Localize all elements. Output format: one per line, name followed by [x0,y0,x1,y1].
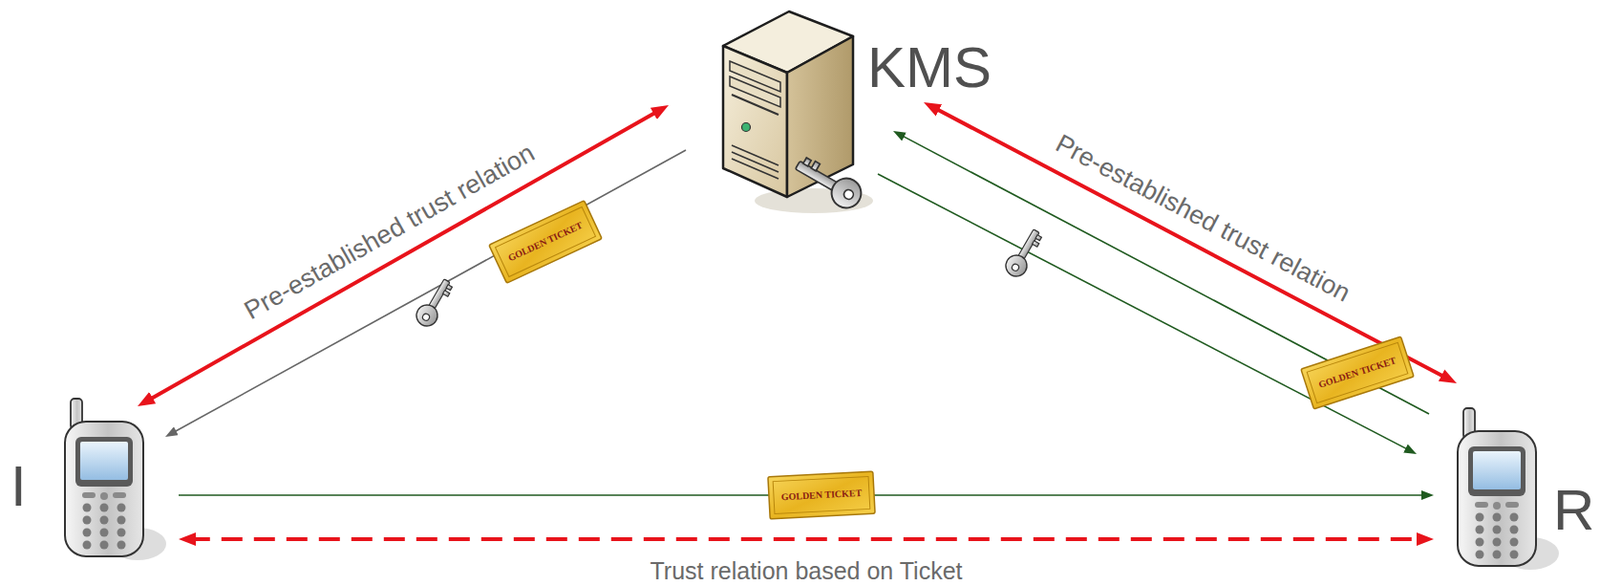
edge-label: Pre-established trust relation [1050,129,1355,308]
edge-label: Trust relation based on Ticket [649,557,962,585]
node-label: KMS [867,39,992,97]
node-label: R [1553,481,1595,539]
key-icon [412,275,457,330]
connector [146,109,660,401]
node-label: I [10,457,27,515]
device-node: KMS [719,4,878,215]
ticket-icon [489,200,602,283]
device-node: R [1453,407,1557,571]
edge-label: Pre-established trust relation [239,139,540,326]
server-icon [723,11,874,214]
phone-icon [64,398,167,560]
key-icon [1002,225,1046,280]
connector [877,173,1410,450]
phone-icon [1457,407,1559,570]
key-icon [789,151,867,214]
ticket-icon [768,470,875,519]
connector [899,134,1430,414]
device-node: I [61,398,164,556]
ticket-icon [1301,336,1414,409]
connector [189,536,1424,541]
